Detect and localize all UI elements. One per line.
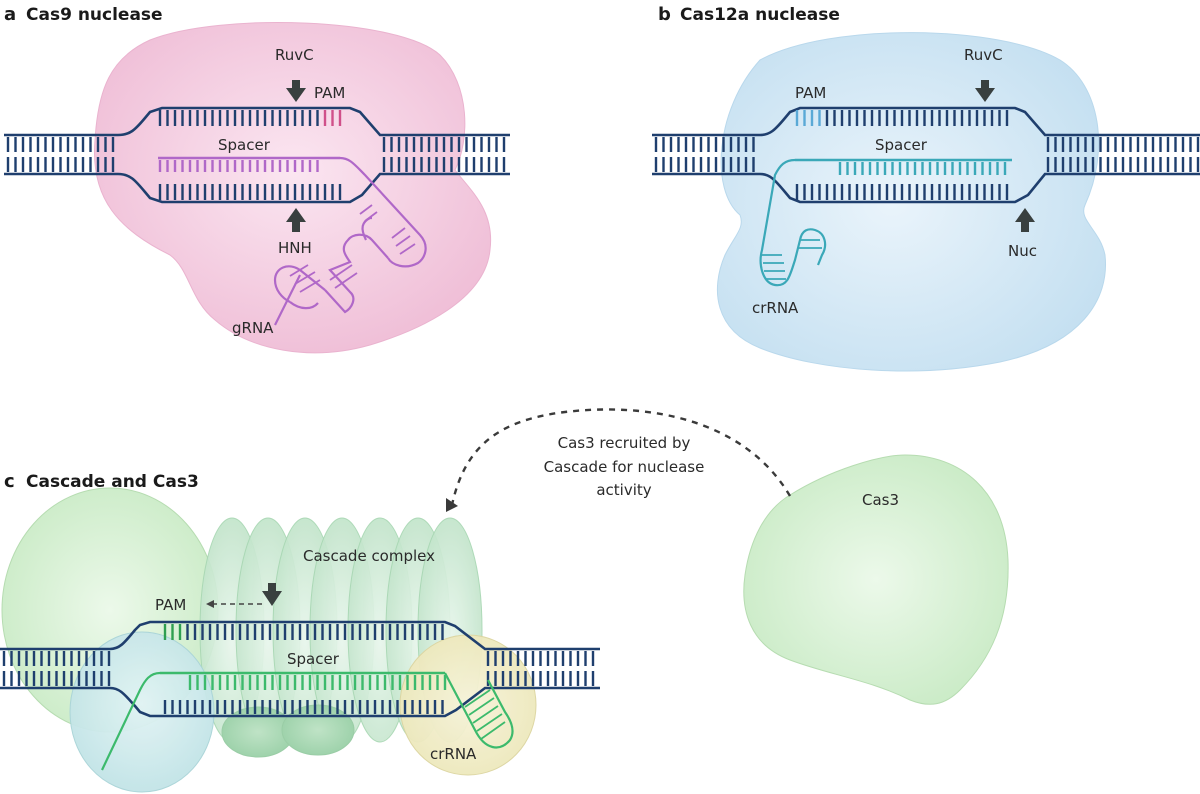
cascade-crRNA <box>101 671 514 771</box>
pam-label-c: PAM <box>155 596 186 614</box>
ruvc-label-b: RuvC <box>964 46 1003 64</box>
nuc-cut-arrow <box>1015 208 1035 232</box>
cas9-protein-shape <box>93 22 492 354</box>
spacer-label: Spacer <box>218 136 271 154</box>
cascade-dna <box>0 620 600 718</box>
cascade-backbone-subunits <box>199 517 483 743</box>
panel-a-title: Cas9 nuclease <box>26 5 163 25</box>
cascade-complex-label: Cascade complex <box>303 547 435 565</box>
grna-label: gRNA <box>232 319 274 337</box>
hnh-cut-arrow <box>286 208 306 232</box>
hnh-label: HNH <box>278 239 312 257</box>
pam-label-b: PAM <box>795 84 826 102</box>
cascade-small-subunit-2 <box>281 704 355 756</box>
crrna-label-c: crRNA <box>430 745 477 763</box>
panel-a: a Cas9 nuclease <box>4 4 510 354</box>
panel-c-title: Cascade and Cas3 <box>26 472 199 492</box>
spacer-label-c: Spacer <box>287 650 340 668</box>
recruitment-annotation-line2: Cascade for nuclease <box>544 458 705 476</box>
cas3-protein-shape <box>743 454 1009 705</box>
gRNA-scaffold <box>273 156 427 326</box>
ruvc-label: RuvC <box>275 46 314 64</box>
panel-c: c Cascade and Cas3 <box>0 408 1009 793</box>
panel-a-letter: a <box>4 4 16 25</box>
recruitment-annotation-line3: activity <box>596 481 651 499</box>
panel-b-letter: b <box>658 4 671 25</box>
nuc-label: Nuc <box>1008 242 1037 260</box>
recruitment-arrowhead <box>446 498 458 512</box>
cas9-dna <box>4 106 510 204</box>
ruvc-cut-arrow <box>286 80 306 102</box>
panel-c-letter: c <box>4 471 15 492</box>
cas12a-dna <box>652 106 1200 204</box>
spacer-label-b: Spacer <box>875 136 928 154</box>
panel-b: b Cas12a nuclease <box>652 4 1200 372</box>
pam-direction-arrowhead <box>206 600 214 608</box>
ruvc-cut-arrow-b <box>975 80 995 102</box>
recruitment-annotation-line1: Cas3 recruited by <box>558 434 691 452</box>
cas3-label: Cas3 <box>862 491 899 509</box>
crrna-label-b: crRNA <box>752 299 799 317</box>
crRNA-hairpin <box>759 158 827 287</box>
pam-label: PAM <box>314 84 345 102</box>
cascade-cut-arrow <box>262 583 282 606</box>
panel-b-title: Cas12a nuclease <box>680 5 840 25</box>
